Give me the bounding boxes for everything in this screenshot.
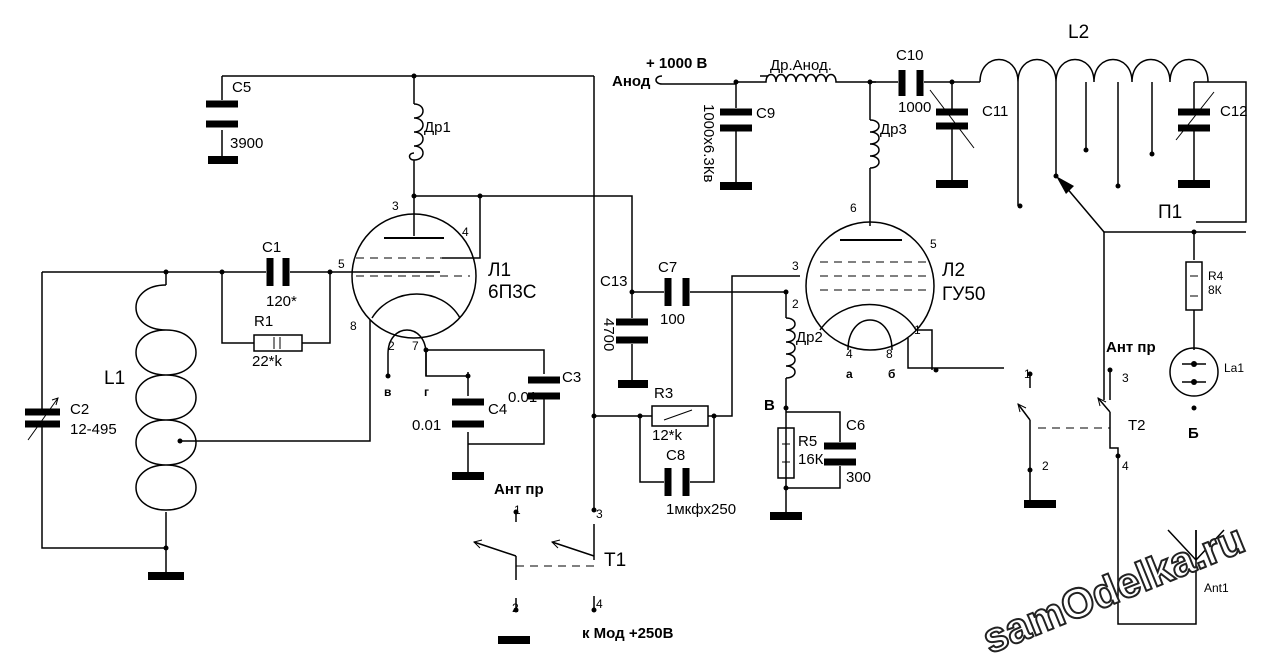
dr2-label: Др2 xyxy=(796,329,823,346)
c5-value: 3900 xyxy=(230,135,263,152)
dr1-label: Др1 xyxy=(424,119,451,136)
c8-label: C8 xyxy=(666,447,685,464)
c10-value: 1000 xyxy=(898,99,931,116)
tube1-name: Л1 xyxy=(488,260,511,281)
tube2-pin1: 1 xyxy=(914,323,921,337)
la1-label: La1 xyxy=(1224,361,1244,375)
node-b: б xyxy=(888,367,895,381)
l1-label: L1 xyxy=(104,368,125,389)
tube2-type: ГУ50 xyxy=(942,284,986,305)
node-B: Б xyxy=(1188,425,1199,442)
c9-value: 1000x6.3Кв xyxy=(700,104,717,182)
tube2-pin4: 4 xyxy=(846,347,853,361)
node-a: а xyxy=(846,367,853,381)
tube2-pin6: 6 xyxy=(850,201,857,215)
t2-switch xyxy=(1017,367,1225,625)
ant1-label: Ant1 xyxy=(1204,581,1229,595)
tube-l1 xyxy=(351,213,560,480)
r5-value: 16К xyxy=(798,451,824,468)
t2-label: T2 xyxy=(1128,417,1146,434)
tube1-type: 6П3С xyxy=(488,282,537,303)
tube2-pin3: 3 xyxy=(792,259,799,273)
c11-label: C11 xyxy=(982,103,1008,120)
anode-voltage: + 1000 В xyxy=(646,55,707,72)
c2-label: C2 xyxy=(70,401,89,418)
dr3-label: Др3 xyxy=(880,121,907,138)
c9-label: C9 xyxy=(756,105,775,122)
c7-value: 100 xyxy=(660,311,685,328)
ant-pr-label-2: Ант пр xyxy=(1106,339,1156,356)
t2-pin4: 4 xyxy=(1122,459,1129,473)
tube2-pin2: 2 xyxy=(792,297,799,311)
t2-pin2: 2 xyxy=(1042,459,1049,473)
c4-label: C4 xyxy=(488,401,507,418)
t1-switch xyxy=(473,76,597,644)
tube1-pin2: 2 xyxy=(388,339,395,353)
t1-pin4: 4 xyxy=(596,597,603,611)
c10-label: C10 xyxy=(896,47,924,64)
anode-supply xyxy=(655,70,980,226)
c1-label: C1 xyxy=(262,239,281,256)
c7-label: C7 xyxy=(658,259,677,276)
node-V: В xyxy=(764,397,775,414)
r4-value: 8К xyxy=(1208,283,1222,297)
c8-value: 1мкфх250 xyxy=(666,501,736,518)
tube2-name: Л2 xyxy=(942,260,965,281)
l1-tank xyxy=(25,269,371,580)
node-v: в xyxy=(384,385,391,399)
r4-label: R4 xyxy=(1208,269,1224,283)
coupling-network xyxy=(594,275,800,496)
c5-label: C5 xyxy=(232,79,251,96)
c13-value: 4700 xyxy=(600,318,617,351)
t1-pin3: 3 xyxy=(596,507,603,521)
c2-value: 12-495 xyxy=(70,421,117,438)
c3-label: C3 xyxy=(562,369,581,386)
c1-value: 120* xyxy=(266,293,297,310)
t2-pin1: 1 xyxy=(1024,367,1031,381)
c4-value: 0.01 xyxy=(412,417,441,434)
r3-label: R3 xyxy=(654,385,673,402)
tube1-pin4: 4 xyxy=(462,225,469,239)
t2-pin3: 3 xyxy=(1122,371,1129,385)
c13-label: C13 xyxy=(600,273,628,290)
tube-l2 xyxy=(770,221,1004,520)
anode-label: Анод xyxy=(612,73,651,90)
c12-label: C12 xyxy=(1220,103,1248,120)
c1-r1-network xyxy=(219,258,352,352)
tube1-pin7: 7 xyxy=(412,339,419,353)
l2-label: L2 xyxy=(1068,22,1089,43)
tube1-pin5: 5 xyxy=(338,257,345,271)
c5-dr1 xyxy=(206,73,644,293)
p1-label: П1 xyxy=(1158,202,1182,223)
c6-value: 300 xyxy=(846,469,871,486)
tube1-pin8: 8 xyxy=(350,319,357,333)
tube2-pin8: 8 xyxy=(886,347,893,361)
tube1-pin3: 3 xyxy=(392,199,399,213)
ant-pr-label-1: Ант пр xyxy=(494,481,544,498)
l2-pi-network xyxy=(979,58,1247,411)
t1-label: T1 xyxy=(604,550,626,571)
t1-pin1: 1 xyxy=(514,503,521,517)
r5-label: R5 xyxy=(798,433,817,450)
dr-anod-label: Др.Анод. xyxy=(770,57,832,74)
node-g: г xyxy=(424,385,429,399)
tube2-pin5: 5 xyxy=(930,237,937,251)
c6-label: C6 xyxy=(846,417,865,434)
r1-value: 22*k xyxy=(252,353,283,370)
r1-label: R1 xyxy=(254,313,273,330)
r3-value: 12*k xyxy=(652,427,683,444)
mod-supply-label: к Мод +250В xyxy=(582,625,674,642)
c3-value: 0.01 xyxy=(508,389,537,406)
t1-pin2: 2 xyxy=(512,601,519,615)
